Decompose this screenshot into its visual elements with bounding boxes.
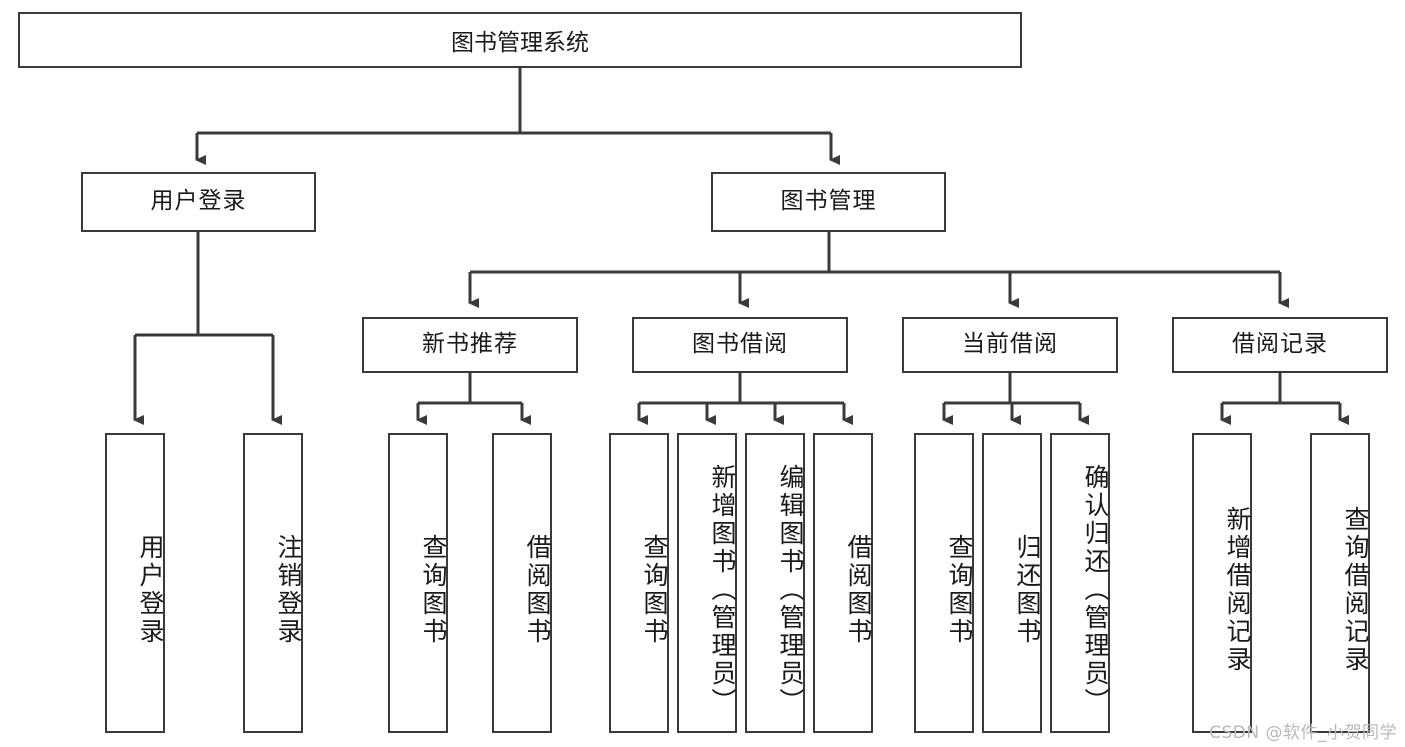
- csdn-watermark: CSDN @软件_小贺同学: [1209, 723, 1397, 743]
- leaf-query-record-label: 查询借阅记录: [1341, 506, 1370, 674]
- leaf-query-book-1-label: 查询图书: [419, 534, 448, 646]
- leaf-borrow-book-1[interactable]: 借阅图书: [492, 433, 552, 733]
- leaf-query-book-3-label: 查询图书: [945, 534, 974, 646]
- leaf-confirm-return-label: 确认归还（管理员）: [1081, 464, 1110, 716]
- node-user-login[interactable]: 用户登录: [81, 172, 316, 232]
- leaf-query-book-1[interactable]: 查询图书: [388, 433, 448, 733]
- leaf-edit-book-label: 编辑图书（管理员）: [776, 464, 805, 716]
- leaf-query-book-2-label: 查询图书: [640, 534, 669, 646]
- leaf-user-logout[interactable]: 注销登录: [243, 433, 303, 733]
- leaf-query-book-3[interactable]: 查询图书: [914, 433, 974, 733]
- node-book-borrow[interactable]: 图书借阅: [632, 317, 848, 373]
- node-new-book-rec-label: 新书推荐: [422, 331, 518, 358]
- leaf-confirm-return[interactable]: 确认归还（管理员）: [1050, 433, 1110, 733]
- node-borrow-record-label: 借阅记录: [1232, 331, 1328, 358]
- leaf-query-book-2[interactable]: 查询图书: [609, 433, 669, 733]
- node-book-manage[interactable]: 图书管理: [711, 172, 946, 232]
- leaf-add-book-label: 新增图书（管理员）: [708, 464, 737, 716]
- leaf-user-login[interactable]: 用户登录: [105, 433, 165, 733]
- node-book-manage-label: 图书管理: [780, 188, 877, 215]
- node-root[interactable]: 图书管理系统: [18, 12, 1022, 68]
- node-borrow-record[interactable]: 借阅记录: [1172, 317, 1388, 373]
- node-root-label: 图书管理系统: [451, 30, 589, 56]
- leaf-user-login-label: 用户登录: [136, 534, 165, 646]
- leaf-add-record[interactable]: 新增借阅记录: [1192, 433, 1252, 733]
- leaf-borrow-book-2[interactable]: 借阅图书: [813, 433, 873, 733]
- leaf-user-logout-label: 注销登录: [274, 534, 303, 646]
- node-new-book-rec[interactable]: 新书推荐: [362, 317, 578, 373]
- leaf-query-record[interactable]: 查询借阅记录: [1310, 433, 1370, 733]
- node-current-borrow-label: 当前借阅: [962, 331, 1058, 358]
- node-book-borrow-label: 图书借阅: [692, 331, 788, 358]
- leaf-return-book[interactable]: 归还图书: [982, 433, 1042, 733]
- leaf-add-book[interactable]: 新增图书（管理员）: [677, 433, 737, 733]
- leaf-add-record-label: 新增借阅记录: [1223, 506, 1252, 674]
- node-user-login-label: 用户登录: [150, 188, 247, 215]
- leaf-edit-book[interactable]: 编辑图书（管理员）: [745, 433, 805, 733]
- leaf-return-book-label: 归还图书: [1013, 534, 1042, 646]
- leaf-borrow-book-2-label: 借阅图书: [844, 534, 873, 646]
- node-current-borrow[interactable]: 当前借阅: [902, 317, 1118, 373]
- leaf-borrow-book-1-label: 借阅图书: [523, 534, 552, 646]
